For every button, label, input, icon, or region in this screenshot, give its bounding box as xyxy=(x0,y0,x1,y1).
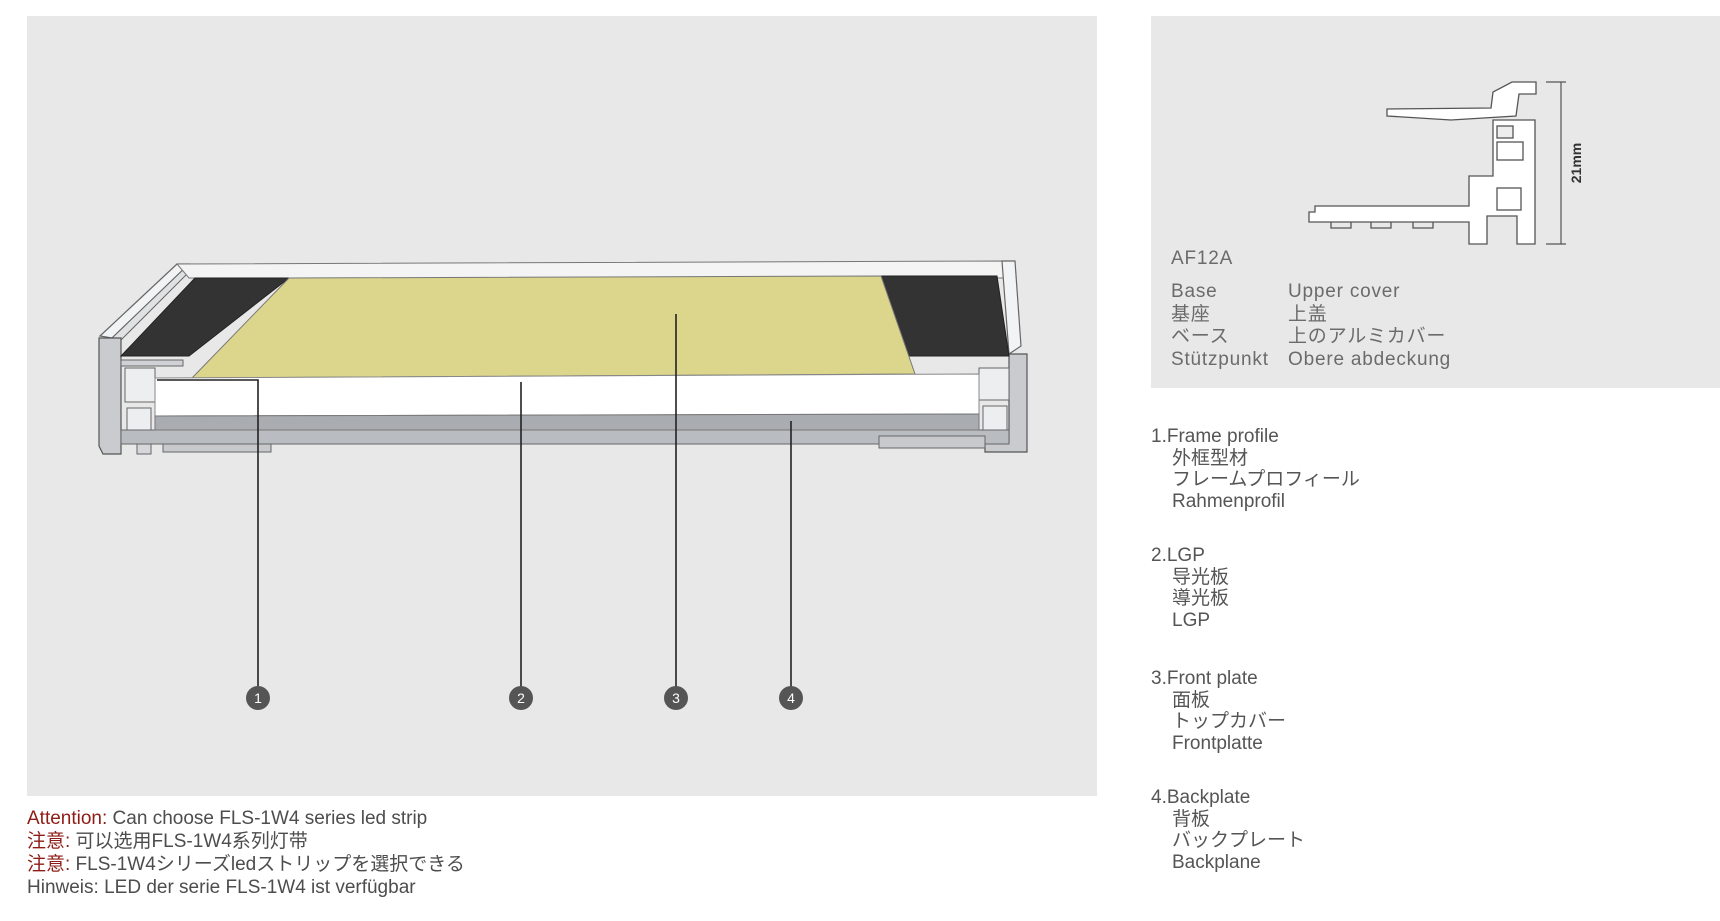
profile-model: AF12A xyxy=(1171,248,1234,269)
svg-text:1: 1 xyxy=(254,690,262,706)
attention-line-ja: 注意: FLS-1W4シリーズledストリップを選択できる xyxy=(27,854,465,875)
svg-text:4: 4 xyxy=(787,690,795,706)
attention-note: Attention: Can choose FLS-1W4 series led… xyxy=(27,807,465,899)
component-backplate: 4.Backplate 背板 バックプレート Backplane xyxy=(1151,787,1306,873)
front-plate xyxy=(190,275,916,379)
light-guide-plate xyxy=(154,373,980,417)
marker-2: 2 xyxy=(509,686,533,710)
dimension-label: 21mm xyxy=(1568,143,1584,183)
marker-3: 3 xyxy=(664,686,688,710)
marker-1: 1 xyxy=(246,686,270,710)
component-lgp: 2.LGP 导光板 導光板 LGP xyxy=(1151,545,1230,631)
main-drawing-panel: 1 2 3 4 xyxy=(27,16,1097,796)
leader-lines xyxy=(157,314,792,692)
marker-4: 4 xyxy=(779,686,803,710)
attention-line-de: Hinweis: LED der serie FLS-1W4 ist verfü… xyxy=(27,877,416,898)
attention-line-en: Attention: Can choose FLS-1W4 series led… xyxy=(27,808,428,829)
light-panel-diagram: 1 2 3 4 xyxy=(98,260,1028,710)
profile-part-upper-cover: Upper cover 上盖 上のアルミカバー Obere abdeckung xyxy=(1288,281,1452,370)
dark-block-left xyxy=(119,277,291,357)
svg-text:3: 3 xyxy=(672,690,680,706)
profile-part-base: Base 基座 ベース Stützpunkt xyxy=(1171,281,1269,370)
svg-text:2: 2 xyxy=(517,690,525,706)
frame-profile xyxy=(98,260,1028,455)
profile-panel: 21mm AF12A Base 基座 ベース Stützpunkt Upper … xyxy=(1151,16,1720,388)
attention-line-zh: 注意: 可以选用FLS-1W4系列灯带 xyxy=(27,831,308,852)
profile-cross-section: 21mm xyxy=(1308,81,1584,245)
dimension-line xyxy=(1546,81,1566,245)
component-front-plate: 3.Front plate 面板 トップカバー Frontplatte xyxy=(1151,668,1287,754)
component-frame-profile: 1.Frame profile 外框型材 フレームプロフィール Rahmenpr… xyxy=(1151,426,1360,512)
backplate xyxy=(154,413,980,431)
